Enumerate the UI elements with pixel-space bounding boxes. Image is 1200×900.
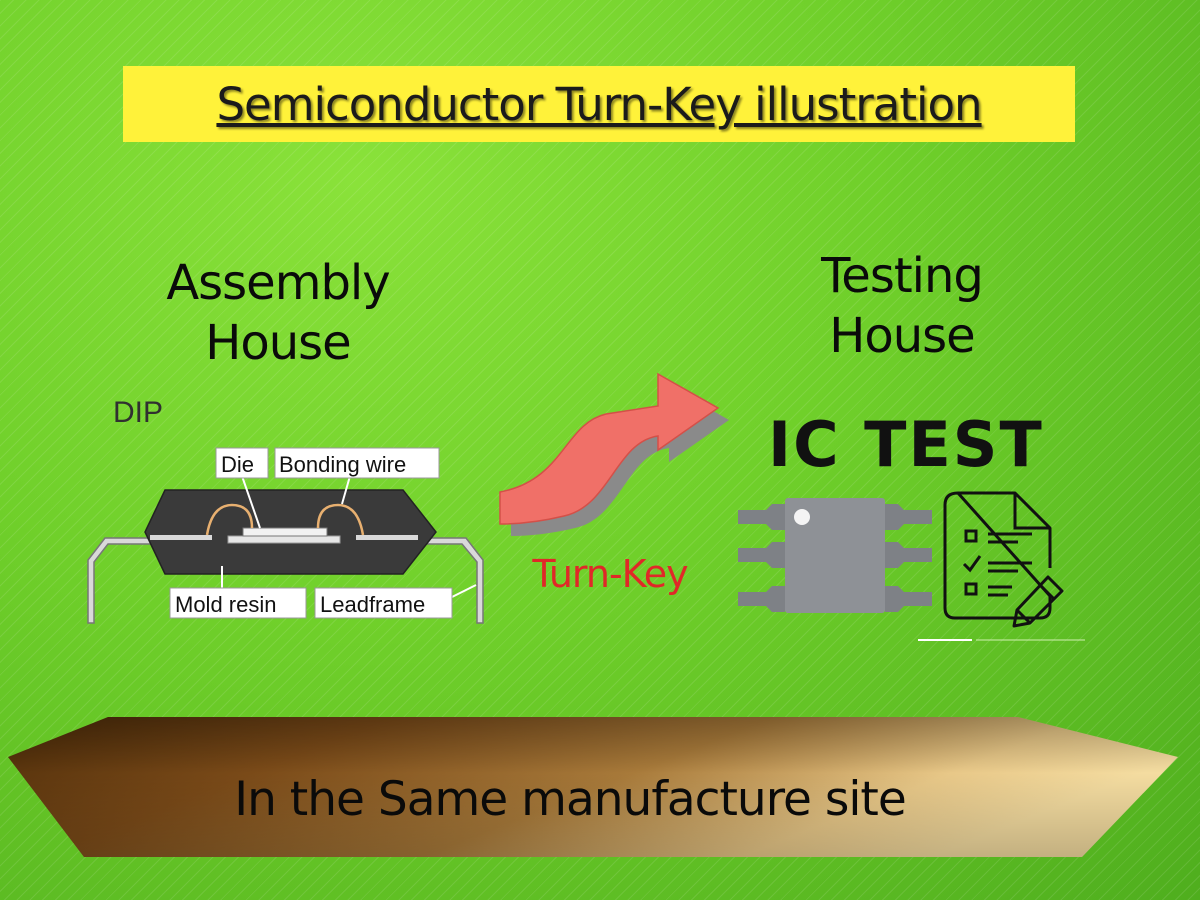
- turn-key-arrow-body: [499, 372, 720, 525]
- bonding-wire-right: [316, 503, 365, 536]
- inner-lead-left: [150, 535, 212, 540]
- leadframe-callout-box: [314, 587, 453, 619]
- checklist-document-icon: [943, 491, 1052, 620]
- testing-heading-line2: House: [829, 308, 975, 364]
- leadframe-leader-line: [449, 584, 477, 599]
- turn-key-arrow: [499, 372, 729, 536]
- assembly-heading-line1: Assembly: [166, 255, 390, 311]
- die-callout: Die: [221, 452, 254, 477]
- pencil-icon: [1012, 575, 1064, 628]
- inner-lead-right: [356, 535, 418, 540]
- die-pad: [227, 535, 341, 544]
- bonding-wire-callout-box: [274, 447, 440, 479]
- testing-heading-line1: Testing: [821, 248, 984, 304]
- bonding-wire-leader-line: [341, 475, 351, 505]
- title-banner: Semiconductor Turn-Key illustration: [123, 66, 1075, 142]
- page-title: Semiconductor Turn-Key illustration: [216, 77, 982, 131]
- leadframe-callout: Leadframe: [320, 592, 425, 617]
- chip-icon: [738, 498, 932, 613]
- dip-package-diagram: Die Bonding wire Mold resin Leadframe: [87, 447, 484, 624]
- mold-resin-callout: Mold resin: [175, 592, 276, 617]
- assembly-heading-line2: House: [205, 315, 351, 371]
- turn-key-label: Turn-Key: [532, 552, 688, 596]
- die: [242, 527, 328, 537]
- die-leader-line: [241, 475, 261, 529]
- assembly-house-heading: Assembly House: [128, 253, 428, 373]
- footer-text: In the Same manufacture site: [234, 772, 907, 827]
- bonding-wire-left: [205, 503, 254, 536]
- ic-test-label: IC TEST: [768, 408, 1044, 481]
- dip-label: DIP: [113, 396, 164, 429]
- mold-resin-callout-box: [169, 587, 307, 619]
- bonding-wire-callout: Bonding wire: [279, 452, 406, 477]
- die-callout-box: [215, 447, 269, 479]
- testing-house-heading: Testing House: [752, 246, 1052, 366]
- footer-banner: [8, 717, 1178, 857]
